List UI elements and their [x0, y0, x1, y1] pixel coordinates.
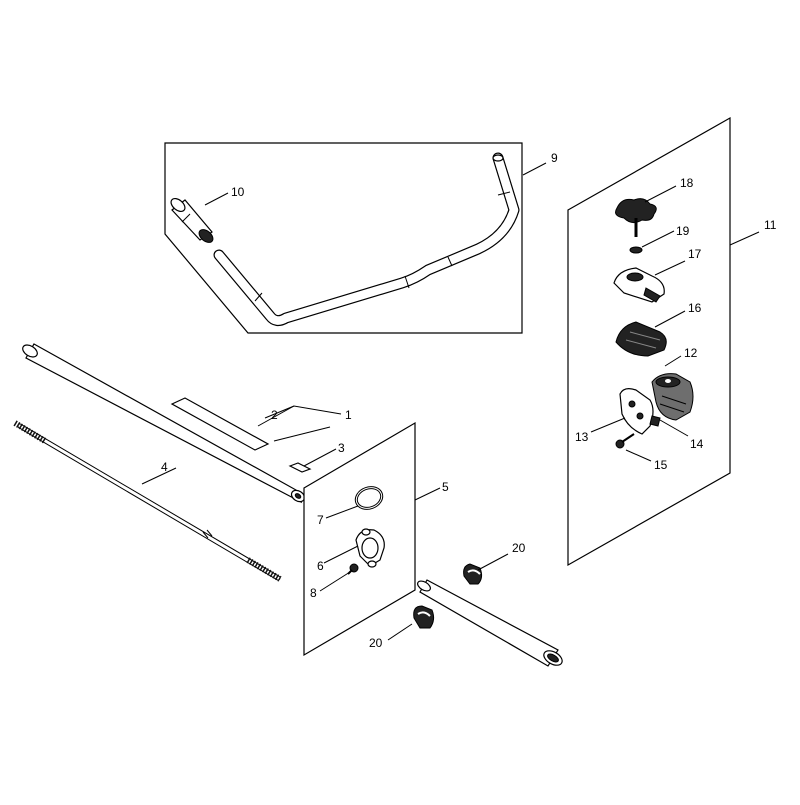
callout-17: 17 [688, 247, 702, 261]
part-13-bracket [619, 388, 654, 435]
part-8-screw [347, 563, 359, 575]
part-2-label [170, 397, 270, 451]
part-20-clip-lower [413, 605, 435, 629]
callout-labels: 1 2 3 4 5 6 7 8 9 10 11 12 13 14 15 16 1… [161, 151, 777, 650]
handlebar-group-panel [164, 142, 523, 334]
handlebar-panel-outline [164, 142, 523, 334]
part-9-handlebar [213, 152, 520, 327]
part-20-clip-upper [463, 563, 483, 585]
callout-14: 14 [690, 437, 704, 451]
callout-12: 12 [684, 346, 698, 360]
callout-2: 2 [271, 408, 278, 422]
callout-3: 3 [338, 441, 345, 455]
part-17-clamp-top [613, 267, 665, 303]
part-14-nut [649, 415, 661, 427]
part-15-screw [615, 433, 635, 449]
part-1-shaft-pipe [22, 343, 306, 504]
callout-9: 9 [551, 151, 558, 165]
part-7-ring [354, 486, 384, 510]
part-6-clamp [355, 528, 385, 568]
callout-18: 18 [680, 176, 694, 190]
part-19-washer [629, 246, 643, 254]
part-3-label [288, 462, 312, 473]
part-18-knob [615, 198, 657, 237]
callout-6: 6 [317, 559, 324, 573]
callout-19: 19 [676, 224, 690, 238]
callout-8: 8 [310, 586, 317, 600]
callout-10: 10 [231, 185, 245, 199]
callout-13: 13 [575, 430, 589, 444]
leader-lines [141, 162, 760, 641]
callout-4: 4 [161, 460, 168, 474]
callout-20-lower: 20 [369, 636, 383, 650]
callout-7: 7 [317, 513, 324, 527]
callout-20-upper: 20 [512, 541, 526, 555]
callout-1: 1 [345, 408, 352, 422]
lower-rod [417, 579, 563, 667]
part-12-clamp-lower [651, 373, 694, 421]
part-16-clamp-insert [615, 321, 667, 357]
part-10-grip [170, 197, 214, 243]
callout-16: 16 [688, 301, 702, 315]
part-4-drive-shaft [13, 420, 282, 582]
callout-5: 5 [442, 480, 449, 494]
callout-11: 11 [764, 218, 777, 232]
callout-15: 15 [654, 458, 668, 472]
